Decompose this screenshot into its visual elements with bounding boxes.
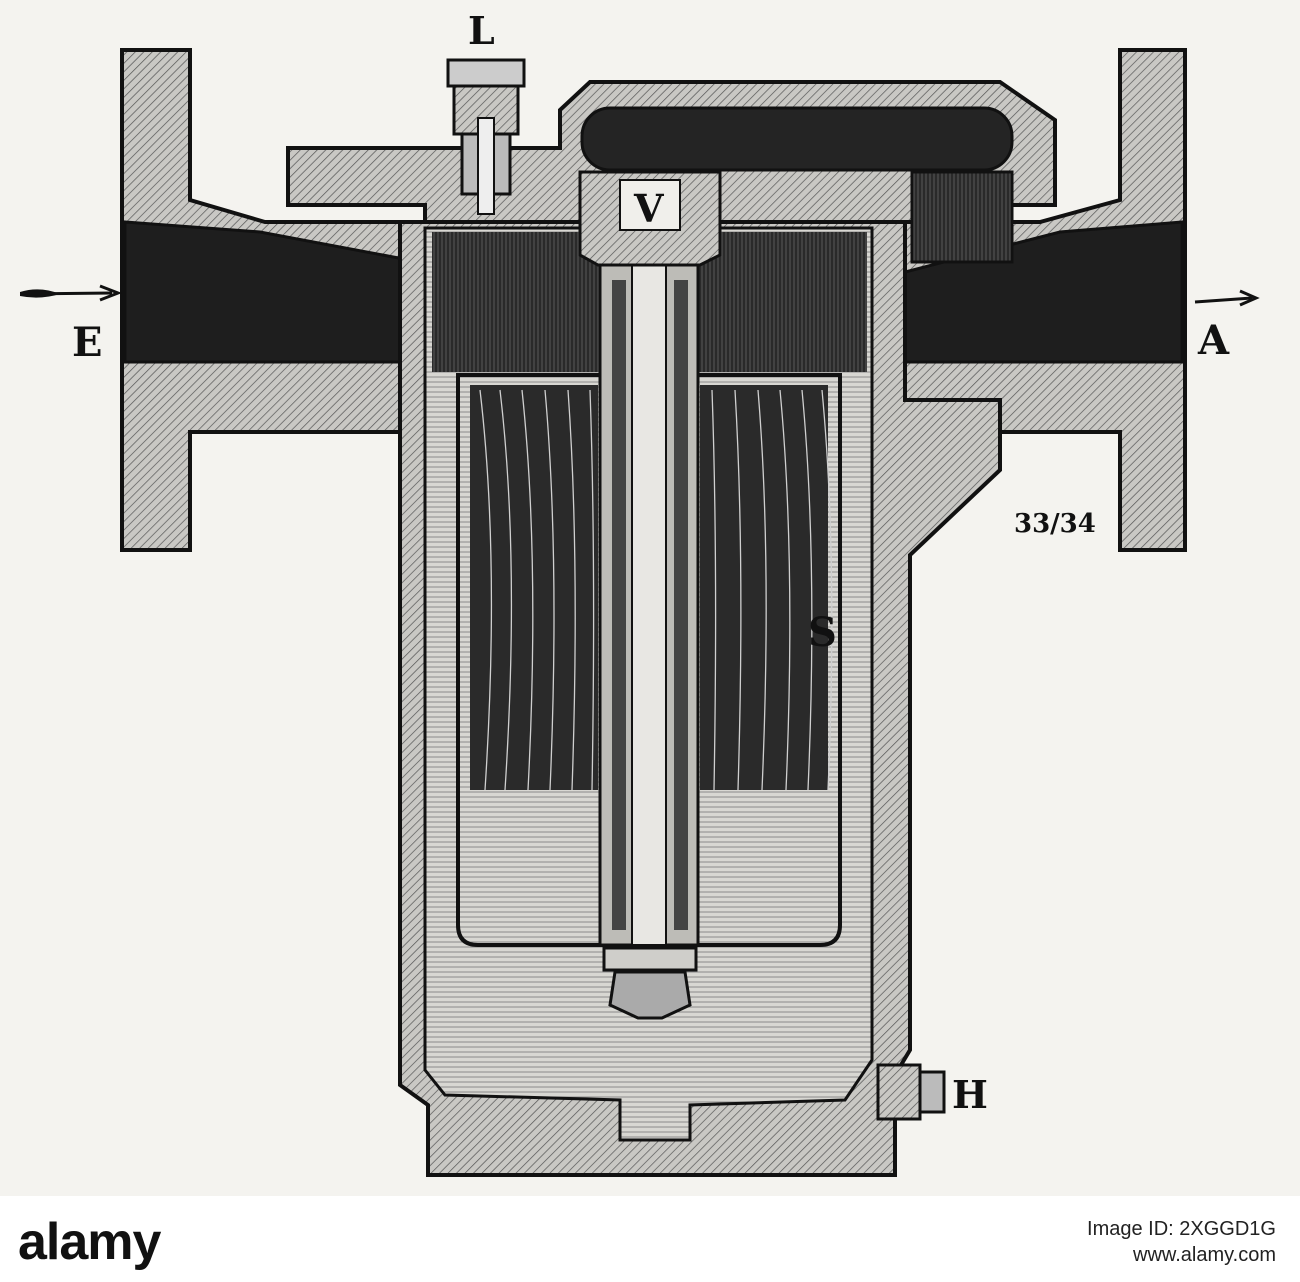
condensate-streaks [479,389,833,791]
dome-cavity [580,106,1014,172]
label-shell-S: S [808,609,837,656]
watermark-bar [0,1196,1300,1282]
label-drain-H: H [952,1072,988,1117]
image-reference: Image ID: 2XGGD1G www.alamy.com [1087,1216,1276,1268]
valve-port [619,179,681,231]
bucket-nut [602,946,698,972]
outlet-arrow [1194,289,1260,307]
outlet-duct-block [910,170,1014,264]
label-figure-number: 33/34 [1014,509,1096,539]
image-id: Image ID: 2XGGD1G [1087,1218,1276,1240]
label-outlet-A: A [1197,317,1230,364]
vent-fitting [446,58,526,215]
bucket-steam-left [470,385,598,790]
bottom-nut [608,970,692,1020]
label-valve-V: V [633,186,665,231]
brand-logo: alamy [18,1213,161,1271]
drain-plug [876,1063,946,1121]
label-inlet-E: E [72,319,103,366]
valve-stem [631,264,667,946]
label-fitting-L: L [468,8,495,53]
steam-trap-cross-section: E A L V S H 33/34 [19,8,1260,1177]
site-url: www.alamy.com [1133,1244,1276,1266]
inlet-arrow [19,284,123,302]
